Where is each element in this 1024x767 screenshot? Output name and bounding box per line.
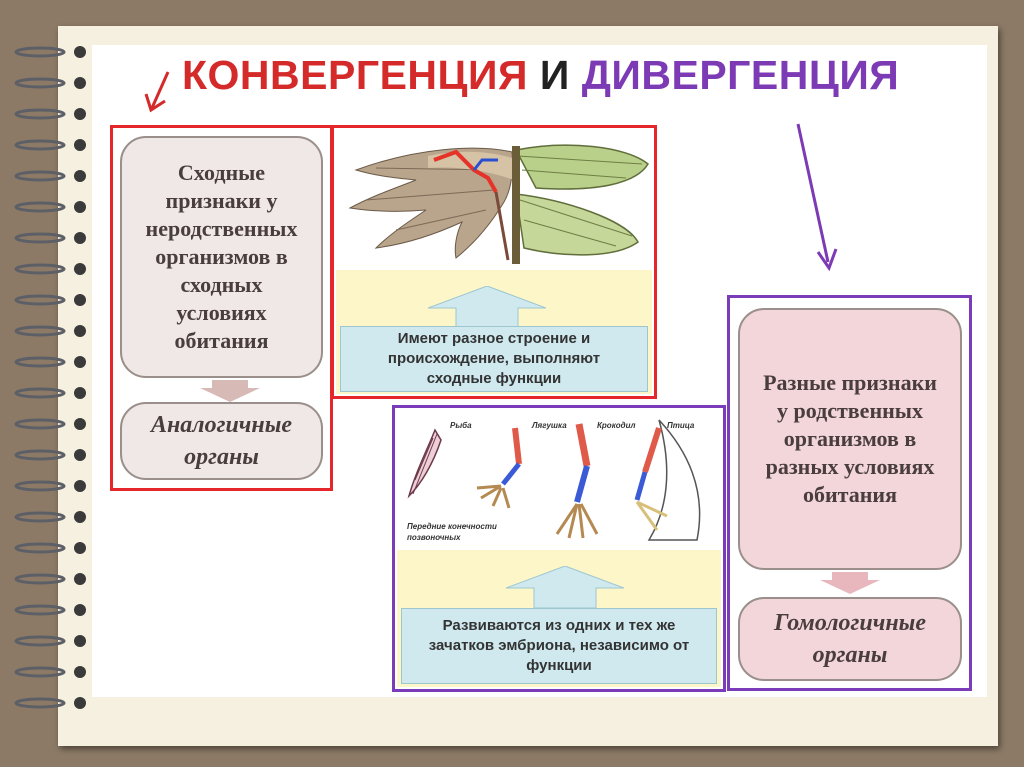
analogous-down-arrow-icon	[198, 380, 262, 402]
analogous-up-arrow-icon	[428, 286, 546, 328]
label-fish: Рыба	[450, 421, 472, 430]
crocodile-limb-icon	[557, 424, 597, 538]
wings-image	[336, 130, 652, 270]
label-bird: Птица	[667, 421, 694, 430]
wings-illustration	[336, 130, 652, 270]
fish-fin-icon	[409, 430, 441, 496]
frog-limb-icon	[477, 428, 519, 508]
analogous-description: Сходные признаки у неродственных организ…	[120, 136, 323, 378]
homologous-organs: Гомологичные органы	[738, 597, 962, 681]
homologous-down-arrow-icon	[818, 572, 882, 594]
label-limbs-caption: Передние конечности позвоночных	[407, 521, 527, 543]
bird-wing-icon	[350, 148, 514, 260]
red-arrow-icon	[146, 72, 168, 110]
dragonfly-wing-icon	[512, 145, 648, 264]
analogous-caption: Имеют разное строение и происхождение, в…	[340, 326, 648, 392]
analogous-organs: Аналогичные органы	[120, 402, 323, 480]
purple-arrow-icon	[798, 124, 836, 268]
homologous-description: Разные признаки у родственных организмов…	[738, 308, 962, 570]
homologous-up-arrow-icon	[506, 566, 624, 608]
homologous-caption: Развиваются из одних и тех же зачатков э…	[401, 608, 717, 684]
label-frog: Лягушка	[532, 421, 567, 430]
label-crocodile: Крокодил	[597, 421, 635, 430]
bird-limb-icon	[637, 420, 700, 540]
